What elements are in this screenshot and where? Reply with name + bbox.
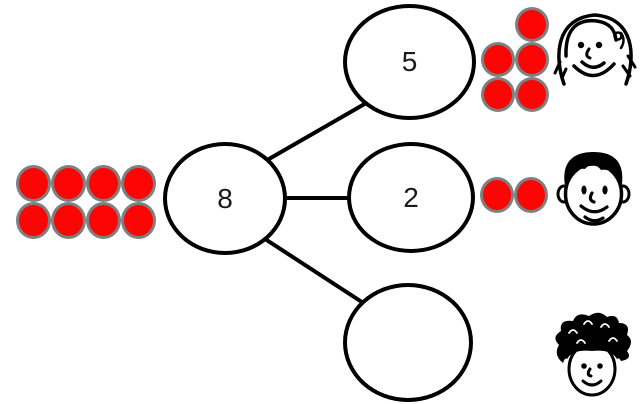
child-hair (555, 312, 631, 363)
counter-dot (515, 77, 549, 112)
part-circle-2: 2 (347, 142, 475, 253)
counter-dot (86, 202, 121, 239)
part-value-2: 2 (403, 181, 419, 213)
counter-dot (51, 202, 86, 239)
counter-dot (121, 202, 156, 239)
boy-eye-right (602, 185, 608, 195)
counter-dot (515, 7, 549, 42)
part-value-5: 5 (401, 46, 418, 77)
boy-eye-left (581, 185, 587, 195)
counters-whole-group (16, 165, 156, 239)
counter-dot (121, 165, 156, 202)
girl-eye-left (577, 41, 585, 49)
whole-circle: 8 (163, 142, 287, 255)
counter-dot (480, 177, 514, 213)
link-whole-to-part5 (261, 100, 369, 165)
counter-dot (481, 42, 515, 77)
counter-dot (515, 42, 549, 77)
child-eye-left (581, 363, 587, 369)
counters-part2-group (480, 177, 548, 213)
part-circle-5: 5 (343, 4, 476, 120)
counter-dot (51, 165, 86, 202)
counter-placeholder (481, 7, 515, 42)
link-whole-to-blank (260, 235, 370, 308)
girl-eye-right (595, 41, 603, 49)
curly-hair-child-face (555, 312, 631, 397)
counter-dot (514, 177, 548, 213)
child-eye-right (597, 363, 603, 369)
counter-dot (86, 165, 121, 202)
part-circle-blank (343, 283, 473, 402)
counter-dot (16, 202, 51, 239)
counter-dot (481, 77, 515, 112)
whole-value: 8 (217, 182, 233, 214)
girl-face (553, 13, 637, 86)
boy-hair (564, 152, 623, 185)
counters-part5-group (481, 7, 549, 112)
boy-face (556, 152, 631, 226)
counter-dot (16, 165, 51, 202)
